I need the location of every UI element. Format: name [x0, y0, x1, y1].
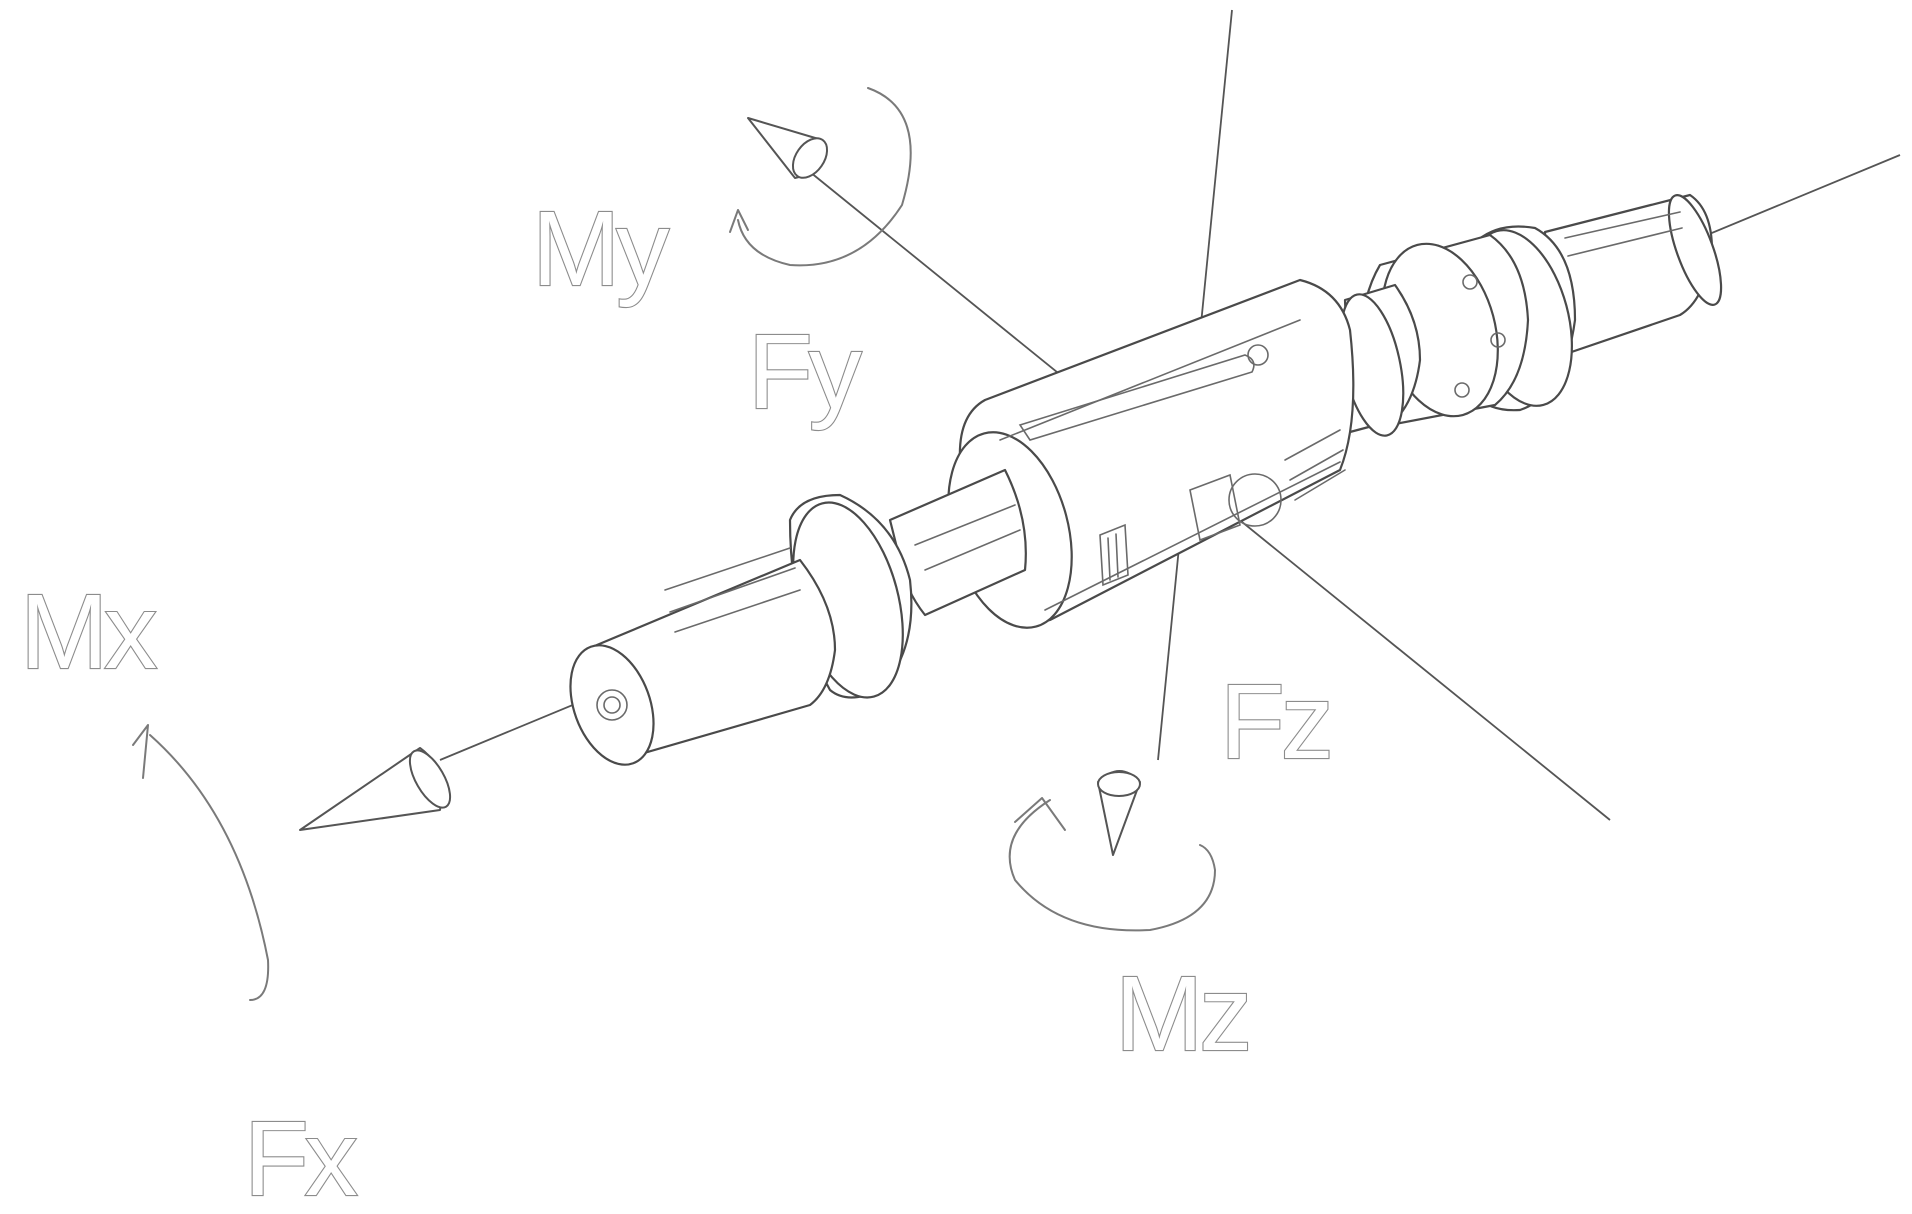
right-end-groove	[1567, 227, 1683, 257]
my-moment-arrowhead	[729, 209, 749, 233]
label-my: My	[532, 190, 669, 308]
labels: My Fy Mx Fz Mz Fx	[19, 189, 1335, 1214]
gauge-line	[1115, 533, 1119, 578]
gauge-line	[1107, 537, 1111, 581]
main-body-spring	[1284, 429, 1346, 501]
label-mx: Mx	[20, 573, 156, 691]
main-body-window-circle	[1228, 473, 1282, 527]
main-body-seam	[1044, 461, 1341, 611]
main-body-slot	[1018, 354, 1255, 441]
shaft-assembly	[569, 193, 1723, 766]
label-fy: Fy	[748, 313, 862, 431]
bolt-hole	[1454, 382, 1470, 398]
left-shaft-groove	[674, 589, 801, 633]
fx-arrow-cone-base	[408, 749, 452, 809]
moment-arcs	[132, 87, 1217, 1001]
label-fx: Fx	[244, 1100, 357, 1214]
main-body-strain-gauge	[1099, 523, 1129, 587]
main-body-seam	[999, 319, 1301, 441]
left-connector-groove	[914, 504, 1016, 546]
bolt-hole	[1490, 332, 1506, 348]
left-connector-groove	[924, 529, 1021, 571]
fy-arrow-cone-base	[791, 137, 829, 179]
mx-moment-arrowhead	[132, 724, 149, 779]
left-shaft-groove	[664, 547, 791, 591]
left-shaft-center-hole	[596, 689, 628, 721]
right-end-groove	[1564, 211, 1681, 239]
mz-moment-arrowhead	[1014, 797, 1066, 831]
fz-arrow-cone-base	[1097, 771, 1141, 797]
left-shaft-groove	[669, 567, 796, 613]
right-end-face	[1667, 194, 1723, 306]
main-body-window	[1189, 473, 1241, 542]
my-moment-arc	[737, 87, 912, 267]
mz-moment-arc	[1008, 799, 1217, 932]
label-mz: Mz	[1115, 955, 1248, 1073]
label-fz: Fz	[1220, 663, 1330, 781]
mx-moment-arc	[149, 734, 270, 1001]
left-shaft-center-hole-inner	[603, 696, 621, 714]
main-body-hole	[1247, 344, 1269, 366]
left-shaft-end-face	[569, 644, 655, 766]
force-arrows	[299, 117, 1141, 856]
bolt-hole	[1462, 274, 1478, 290]
